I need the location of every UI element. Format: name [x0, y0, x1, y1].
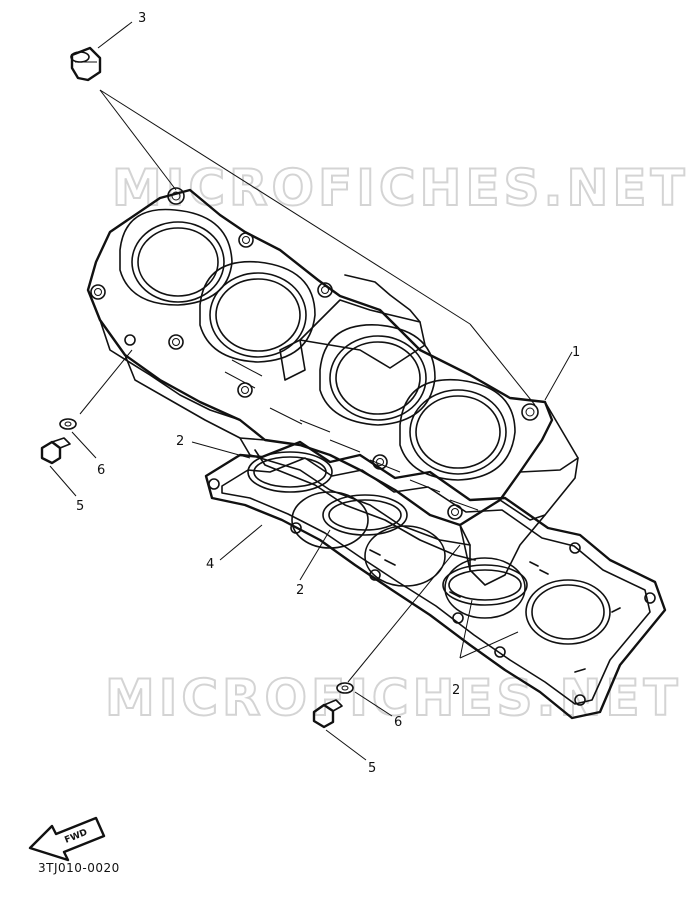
callout-3: 3 [138, 11, 146, 26]
callout-2-lower: 2 [452, 683, 460, 698]
callout-6-lower: 6 [394, 715, 402, 730]
callout-5-lower: 5 [368, 761, 376, 776]
callout-2-middle: 2 [296, 583, 304, 598]
callout-2-upper: 2 [176, 434, 184, 449]
cylinder-gasket [204, 440, 667, 720]
washer-lower [336, 682, 354, 694]
callout-5-upper: 5 [76, 499, 84, 514]
forward-arrow-icon: FWD [28, 816, 106, 862]
drawing-code: 3TJ010-0020 [38, 861, 120, 875]
bolt-upper [40, 437, 71, 465]
cylinder-block [86, 187, 579, 586]
callout-1: 1 [572, 345, 580, 360]
bolt-lower [312, 699, 343, 729]
washer-upper [59, 418, 77, 430]
leader-lines [49, 21, 573, 761]
o-rings [247, 451, 528, 606]
dowel-pin [70, 46, 102, 82]
watermark-top: MICROFICHES.NET [112, 159, 686, 217]
watermark-bottom: MICROFICHES.NET [105, 669, 682, 727]
callout-4: 4 [206, 557, 214, 572]
callout-6-upper: 6 [97, 463, 105, 478]
